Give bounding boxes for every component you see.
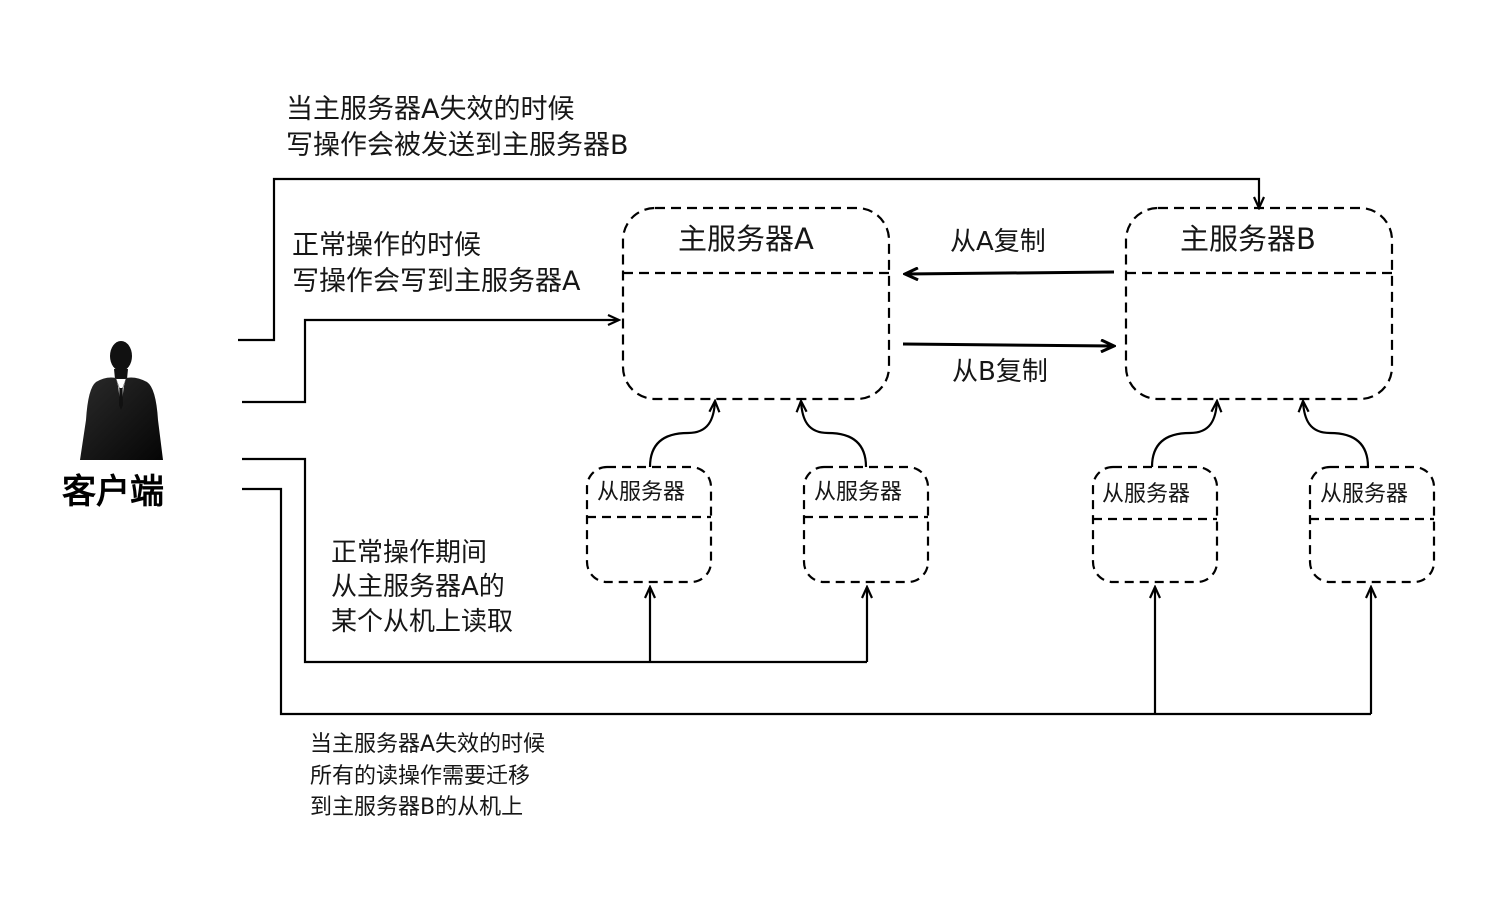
master-server-a [621,206,891,401]
normal-write-note: 正常操作的时候 写操作会写到主服务器A [292,230,581,297]
replication-from-a-label: 从A复制 [950,227,1046,257]
slave-server-a1 [585,465,713,584]
slave-link-b2 [1303,401,1370,468]
master-a-title: 主服务器A [678,222,814,256]
failover-write-path [238,177,1259,342]
slave-link-a1 [648,401,715,468]
slave-b2-title: 从服务器 [1320,482,1409,507]
replication-arrow-from-a [902,344,1114,346]
slave-a1-title: 从服务器 [597,480,686,505]
replication-arrow-from-b [905,272,1115,274]
master-b-title: 主服务器B [1180,222,1316,256]
slave-b1-title: 从服务器 [1102,482,1191,507]
failover-write-note: 当主服务器A失效的时候 写操作会被发送到主服务器B [286,94,629,161]
normal-read-path [242,457,867,664]
normal-write-path [242,320,619,404]
slave-server-b1 [1091,465,1219,584]
slave-server-b2 [1308,465,1436,584]
slave-link-b1 [1150,401,1217,468]
slave-server-a2 [802,465,930,584]
slave-link-a2 [801,401,868,468]
business-person-icon [80,341,163,460]
slave-a2-title: 从服务器 [814,480,903,505]
failover-read-path [242,487,1371,716]
failover-read-note: 当主服务器A失效的时候 所有的读操作需要迁移 到主服务器B的从机上 [310,732,546,821]
normal-read-note: 正常操作期间 从主服务器A的 某个从机上读取 [331,538,514,637]
client-label: 客户端 [62,472,164,512]
replication-from-b-label: 从B复制 [952,357,1048,387]
